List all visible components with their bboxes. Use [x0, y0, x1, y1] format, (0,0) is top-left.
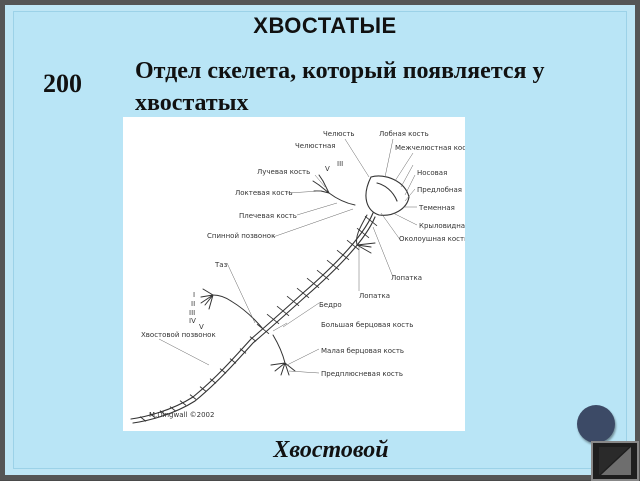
- foot-left: [201, 289, 213, 309]
- digit-1: I: [193, 291, 195, 299]
- femur-right: [273, 335, 285, 363]
- label-1: Лобная кость: [379, 130, 429, 138]
- label-19: Предплюсневая кость: [321, 370, 403, 378]
- label-20: Лопатка: [359, 292, 390, 300]
- label-16: Большая берцовая кость: [321, 321, 413, 329]
- return-button[interactable]: [591, 441, 639, 481]
- digit-3: III: [189, 309, 195, 317]
- skull-detail: [377, 183, 397, 201]
- tibia-left: [213, 295, 231, 301]
- vertebrae-ticks: [140, 216, 377, 421]
- figure-labels: Челюсть Лобная кость Челюстная Межчелюст…: [141, 130, 465, 419]
- label-5: Лучевая кость: [257, 168, 310, 176]
- label-3: Межчелюстная кость: [395, 144, 465, 152]
- label-13: Таз: [214, 261, 228, 269]
- label-15: Бедро: [319, 301, 342, 309]
- spine-line-2: [133, 217, 375, 423]
- author-signature: M.Dingwall ©2002: [149, 411, 214, 419]
- salamander-skeleton-figure: Челюсть Лобная кость Челюстная Межчелюст…: [123, 117, 465, 431]
- digit-4: IV: [189, 317, 196, 325]
- humerus-left: [329, 193, 355, 205]
- digit-2: II: [191, 300, 195, 308]
- label-10: Крыловидная: [419, 222, 465, 230]
- label-18: Малая берцовая кость: [321, 347, 404, 355]
- answer-text: Хвостовой: [5, 437, 640, 464]
- return-arrow-icon: [593, 443, 637, 479]
- label-6: Предлобная: [417, 186, 462, 194]
- label-4: Носовая: [417, 169, 447, 177]
- label-8: Теменная: [418, 204, 455, 212]
- topic-title: ХВОСТАТЫЕ: [5, 13, 640, 39]
- hand-right: [357, 243, 375, 253]
- skeleton-drawing: Челюсть Лобная кость Челюстная Межчелюст…: [123, 117, 465, 431]
- digit-5: V: [199, 323, 204, 331]
- label-12: Околоушная кость: [399, 235, 465, 243]
- label-7: Локтевая кость: [235, 189, 293, 197]
- label-2: Челюстная: [295, 142, 335, 150]
- digit-6: V: [325, 165, 330, 173]
- foot-right: [271, 363, 295, 375]
- points-value: 200: [43, 69, 82, 99]
- digit-7: III: [337, 160, 343, 168]
- label-9: Плечевая кость: [239, 212, 297, 220]
- skull-outline: [366, 176, 409, 215]
- label-0: Челюсть: [323, 130, 355, 138]
- question-text: Отдел скелета, который появляется у хвос…: [135, 55, 555, 119]
- label-14: Лопатка: [391, 274, 422, 282]
- next-slide-button[interactable]: [577, 405, 615, 443]
- vertebra-tick: [337, 250, 349, 260]
- label-17: Хвостовой позвонок: [141, 331, 216, 339]
- label-11: Спинной позвонок: [207, 232, 275, 240]
- humerus-right: [356, 215, 367, 245]
